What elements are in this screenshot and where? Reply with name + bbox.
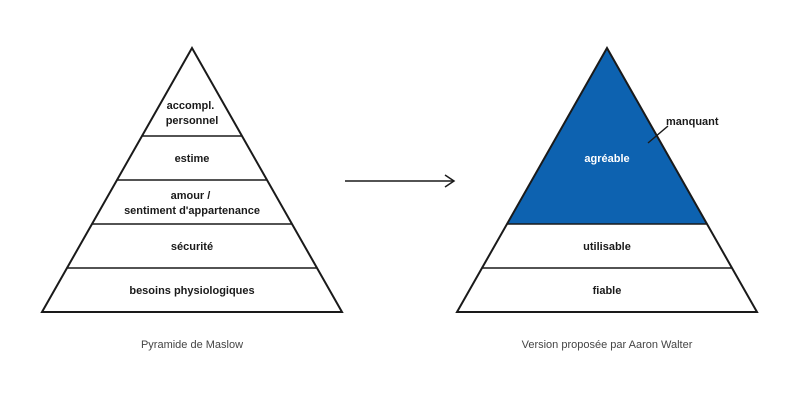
walter-top-fill	[506, 48, 708, 224]
maslow-level-physiological: besoins physiologiques	[129, 285, 254, 297]
walter-level-pleasurable: agréable	[584, 153, 629, 165]
annotation-leader-line	[647, 125, 669, 144]
maslow-level-self-actualization: accompl. personnel	[166, 100, 219, 127]
maslow-level-safety: sécurité	[171, 241, 213, 253]
maslow-level-esteem: estime	[175, 153, 210, 165]
maslow-caption: Pyramide de Maslow	[141, 339, 243, 351]
arrow-right-icon	[345, 174, 456, 188]
annotation-missing-label: manquant	[666, 116, 719, 128]
maslow-level-belonging: amour / sentiment d'appartenance	[124, 190, 260, 217]
walter-level-usable: utilisable	[583, 241, 631, 253]
walter-pyramid: agréable utilisable fiable manquant	[455, 45, 759, 313]
walter-outline	[455, 45, 759, 313]
maslow-pyramid: accompl. personnel estime amour / sentim…	[40, 45, 344, 313]
walter-caption: Version proposée par Aaron Walter	[522, 339, 693, 351]
walter-level-reliable: fiable	[593, 285, 622, 297]
